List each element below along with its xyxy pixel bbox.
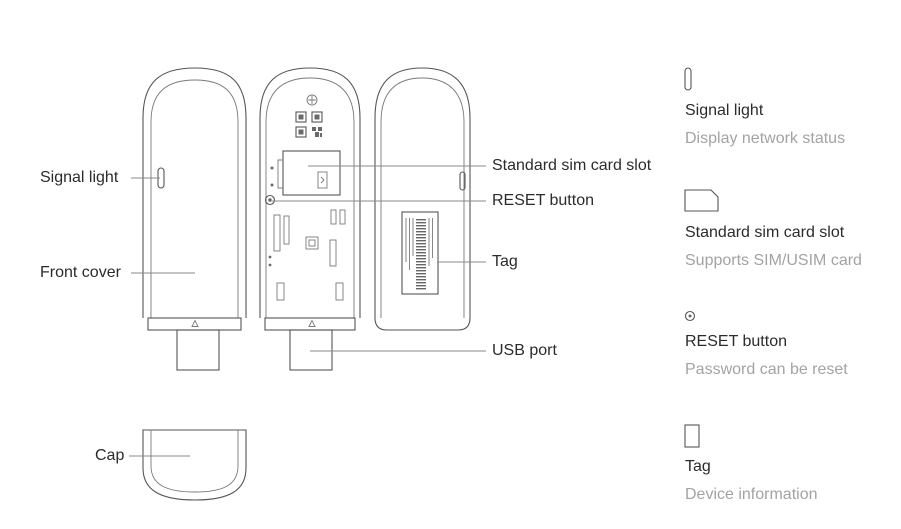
- cap-outline: [142, 429, 247, 501]
- back-signal-light-slot: [459, 171, 466, 191]
- label-reset-button: RESET button: [492, 192, 594, 209]
- legend-desc-tag: Device information: [685, 486, 818, 503]
- tag-icon: [684, 424, 700, 448]
- gear-icon: [306, 94, 318, 106]
- signal-light-icon: [684, 67, 692, 91]
- label-signal-light: Signal light: [40, 169, 119, 186]
- body-inner-edge: [265, 77, 355, 318]
- sim-card-slot: [277, 150, 341, 196]
- legend-title-signal-light: Signal light: [685, 102, 764, 119]
- indicator-dot: [270, 183, 274, 187]
- front-cover-base-band: [147, 317, 242, 331]
- front-cover-inner-edge: [150, 79, 239, 318]
- qr-code: [295, 111, 323, 138]
- cap-device: [142, 429, 247, 501]
- body-usb-connector: [289, 329, 333, 371]
- front-cover-arrow-mark: [191, 319, 199, 327]
- legend-title-tag: Tag: [685, 458, 711, 475]
- device-tag: [401, 211, 439, 295]
- open-body-device: [259, 67, 361, 371]
- label-front-cover: Front cover: [40, 264, 121, 281]
- body-outline: [259, 67, 361, 318]
- legend-desc-reset-button: Password can be reset: [685, 361, 848, 378]
- legend-title-reset-button: RESET button: [685, 333, 787, 350]
- front-cover-device: [142, 67, 247, 371]
- label-tag: Tag: [492, 253, 518, 270]
- sim-card-icon: [684, 189, 719, 212]
- back-cover-inner-edge: [380, 77, 465, 318]
- reset-button: [264, 194, 276, 206]
- body-arrow-mark: [308, 319, 316, 327]
- indicator-dot: [270, 166, 274, 170]
- board-components: [268, 209, 346, 301]
- label-cap: Cap: [95, 447, 125, 464]
- back-cover-outline: [374, 67, 471, 331]
- reset-icon: [684, 310, 696, 322]
- legend-desc-sim-slot: Supports SIM/USIM card: [685, 252, 862, 269]
- label-sim-slot: Standard sim card slot: [492, 157, 652, 174]
- front-cover-outline: [142, 67, 247, 318]
- cap-inner-edge: [150, 430, 239, 493]
- front-usb-connector: [176, 329, 220, 371]
- legend-desc-signal-light: Display network status: [685, 130, 846, 147]
- back-cover-device: [374, 67, 471, 331]
- legend-title-sim-slot: Standard sim card slot: [685, 224, 845, 241]
- label-usb-port: USB port: [492, 342, 557, 359]
